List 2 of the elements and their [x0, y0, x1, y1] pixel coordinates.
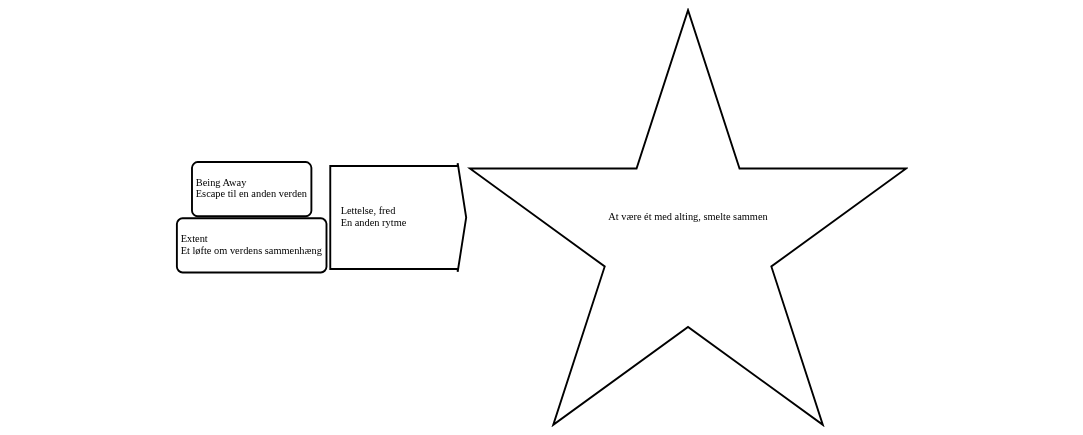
node-box: Being Away Escape til en anden verden — [191, 161, 313, 218]
node-box: Extent Et løfte om verdens sammenhæng — [175, 217, 328, 274]
